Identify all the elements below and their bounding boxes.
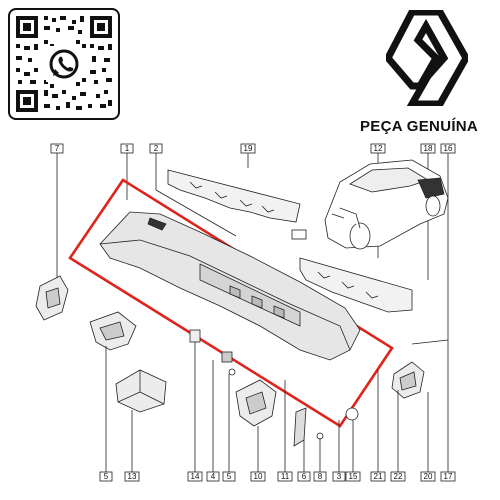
callout-5a: 5 bbox=[99, 471, 113, 482]
renault-logo-icon bbox=[386, 10, 468, 106]
callout-1: 1 bbox=[120, 143, 134, 154]
callout-13: 13 bbox=[124, 471, 140, 482]
callout-21: 21 bbox=[370, 471, 386, 482]
callout-12: 12 bbox=[370, 143, 386, 154]
svg-text:14: 14 bbox=[191, 472, 200, 481]
svg-text:5: 5 bbox=[227, 472, 232, 481]
rear-bumper-part bbox=[99, 211, 361, 361]
right-bracket-part bbox=[391, 361, 425, 399]
plug-part bbox=[345, 407, 359, 421]
callout-6: 6 bbox=[297, 471, 311, 482]
housing-part bbox=[115, 369, 167, 413]
qr-code[interactable] bbox=[8, 8, 120, 120]
cap-part bbox=[189, 329, 201, 343]
svg-text:16: 16 bbox=[444, 144, 453, 153]
svg-text:10: 10 bbox=[254, 472, 263, 481]
svg-text:4: 4 bbox=[211, 472, 216, 481]
upper-bracket-part bbox=[167, 169, 301, 223]
lower-bracket-part bbox=[235, 379, 277, 427]
callout-18: 18 bbox=[420, 143, 436, 154]
svg-text:15: 15 bbox=[349, 472, 358, 481]
screw-part bbox=[228, 368, 236, 376]
callout-20: 20 bbox=[420, 471, 436, 482]
callout-8: 8 bbox=[313, 471, 327, 482]
qr-code-icon bbox=[16, 16, 112, 112]
svg-text:8: 8 bbox=[318, 472, 323, 481]
svg-text:3: 3 bbox=[337, 472, 342, 481]
svg-text:12: 12 bbox=[374, 144, 383, 153]
svg-text:2: 2 bbox=[154, 144, 159, 153]
callout-15: 15 bbox=[345, 471, 361, 482]
svg-text:1: 1 bbox=[125, 144, 130, 153]
svg-text:7: 7 bbox=[55, 144, 60, 153]
callout-22: 22 bbox=[390, 471, 406, 482]
label-plate-part bbox=[291, 229, 307, 240]
svg-text:13: 13 bbox=[128, 472, 137, 481]
car-illustration bbox=[324, 159, 449, 250]
svg-text:11: 11 bbox=[281, 472, 290, 481]
reinforcement-part bbox=[89, 311, 137, 351]
rear-bracket-part bbox=[299, 257, 413, 313]
svg-text:19: 19 bbox=[244, 144, 253, 153]
svg-text:21: 21 bbox=[374, 472, 383, 481]
svg-text:18: 18 bbox=[424, 144, 433, 153]
callout-14: 14 bbox=[187, 471, 203, 482]
svg-text:6: 6 bbox=[302, 472, 307, 481]
whatsapp-icon bbox=[46, 46, 82, 82]
callout-17: 17 bbox=[440, 471, 456, 482]
side-bracket-part bbox=[35, 275, 69, 321]
callout-11: 11 bbox=[277, 471, 293, 482]
exploded-parts-diagram: 7 1 2 19 12 18 16 bbox=[35, 143, 456, 482]
callout-4: 4 bbox=[206, 471, 220, 482]
callout-2: 2 bbox=[149, 143, 163, 154]
callout-16: 16 bbox=[440, 143, 456, 154]
callout-10: 10 bbox=[250, 471, 266, 482]
svg-text:5: 5 bbox=[104, 472, 109, 481]
svg-text:22: 22 bbox=[394, 472, 403, 481]
svg-text:17: 17 bbox=[444, 472, 453, 481]
genuine-part-caption: PEÇA GENUÍNA bbox=[360, 118, 479, 135]
clip-part bbox=[221, 351, 233, 363]
callout-7: 7 bbox=[50, 143, 64, 154]
callout-19: 19 bbox=[240, 143, 256, 154]
callout-3: 3 bbox=[332, 471, 346, 482]
svg-text:20: 20 bbox=[424, 472, 433, 481]
callout-5b: 5 bbox=[222, 471, 236, 482]
